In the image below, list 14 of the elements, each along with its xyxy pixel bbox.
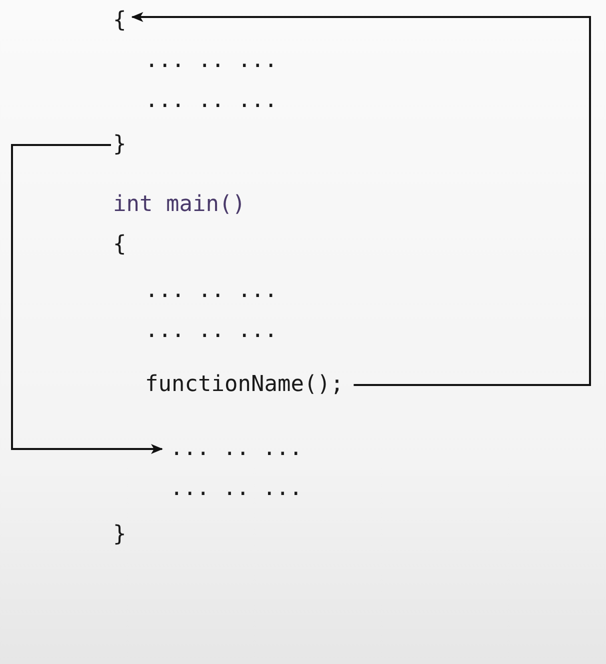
code-line: ... .. ... [145,48,278,74]
code-line: ... .. ... [170,436,302,462]
code-line: ... .. ... [170,476,302,502]
code-line: ... .. ... [145,318,278,344]
function-header: int main() [113,192,246,218]
arrow [131,12,591,386]
code-line: ... .. ... [145,88,278,114]
closing-brace: } [113,522,126,548]
closing-brace: } [113,132,126,158]
opening-brace: { [113,8,126,34]
code-line: ... .. ... [145,278,278,304]
opening-brace: { [113,232,126,258]
arrow [11,144,163,454]
function-call: functionName(); [145,372,344,398]
